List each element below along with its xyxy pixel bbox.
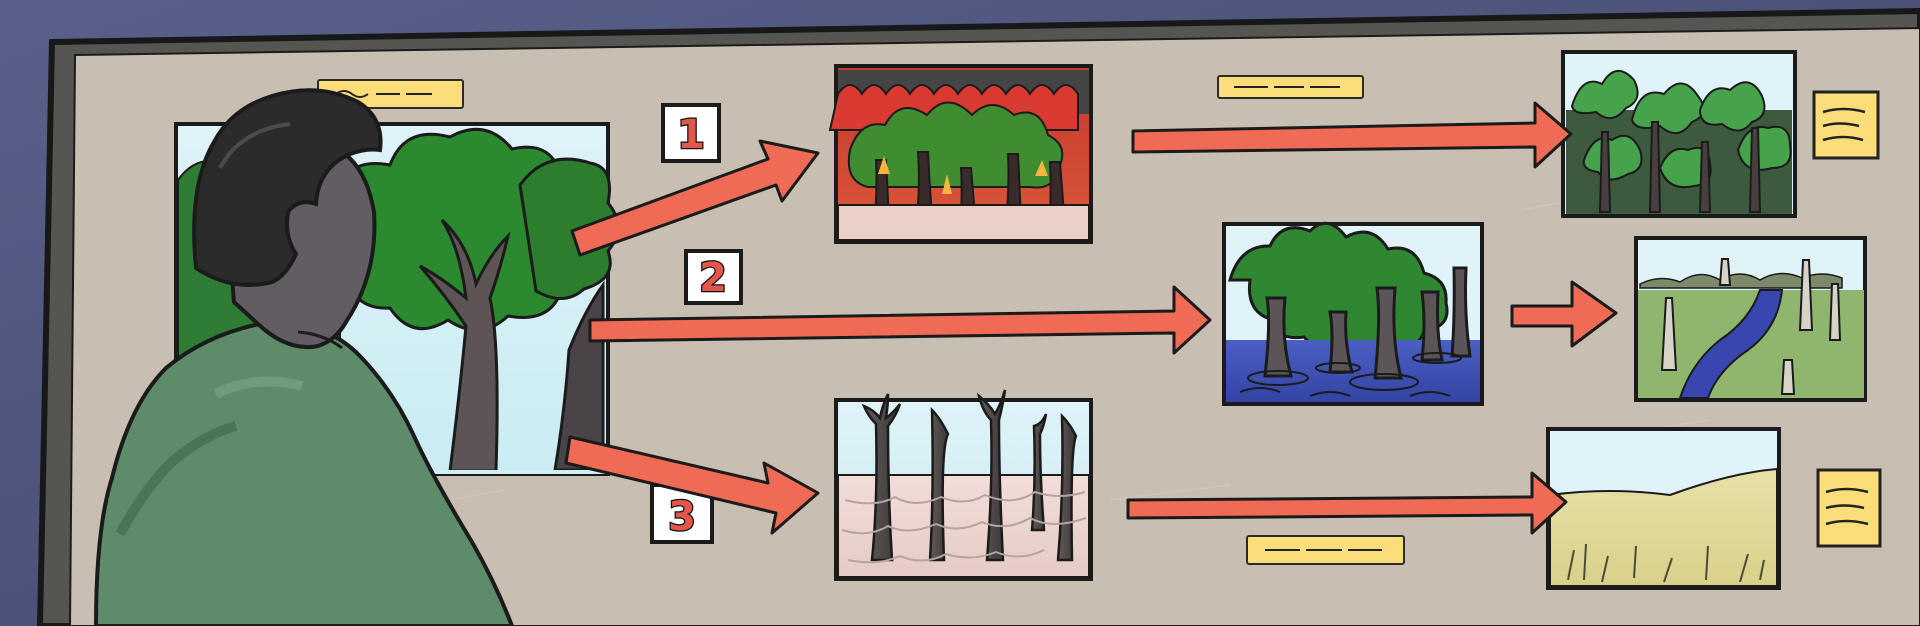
flood-panel: [1222, 221, 1484, 406]
man-figure: [93, 88, 515, 626]
step-2-number: 2: [699, 255, 727, 301]
step-1-badge: 1: [661, 103, 721, 163]
arrow-icon: [570, 139, 820, 257]
regrowth-panel: [1561, 50, 1797, 218]
arrow-icon: [1126, 471, 1568, 535]
tape-label-top-middle: [1217, 75, 1364, 99]
fire-panel: [828, 64, 1093, 244]
arrow-icon: [1131, 101, 1573, 169]
step-2-badge: 2: [684, 249, 743, 305]
arrow-icon: [564, 435, 820, 535]
step-3-number: 3: [668, 494, 696, 540]
drought-panel: [834, 389, 1093, 581]
arrow-icon: [1510, 280, 1618, 348]
step-1-number: 1: [677, 112, 705, 158]
grassland-panel: [1546, 427, 1781, 590]
swamp-panel: [1634, 236, 1867, 402]
tape-label-bottom: [1246, 535, 1405, 565]
arrow-icon: [588, 285, 1212, 355]
sticky-note-icon: [1812, 90, 1880, 160]
sticky-note-icon: [1816, 468, 1882, 548]
